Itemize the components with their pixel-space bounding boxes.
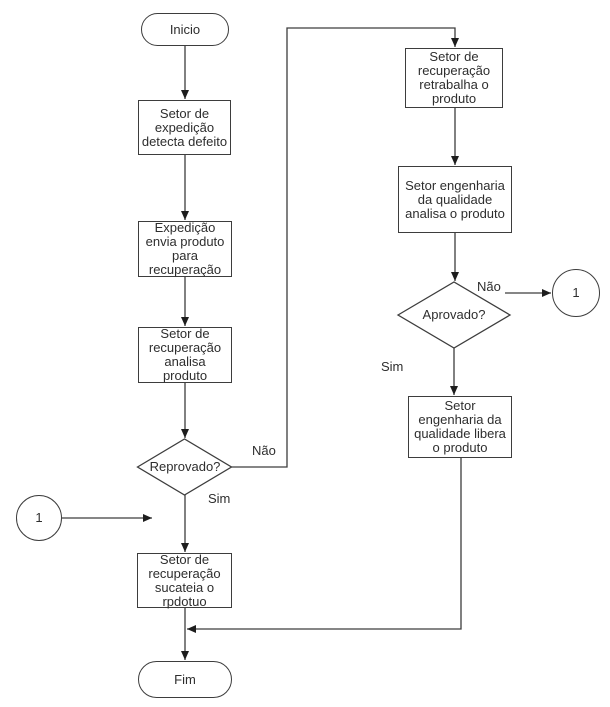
approved-diamond-shape: [396, 281, 512, 349]
rework-product-step: Setor de recuperação retrabalha o produt…: [405, 48, 503, 108]
analyze-product-step: Setor de recuperação analisa produto: [138, 327, 232, 383]
start-terminator: Inicio: [141, 13, 229, 46]
scrap-product-step: Setor de recuperação sucateia o rpdotuo: [137, 552, 232, 608]
approved-decision-label: Aprovado?: [422, 307, 486, 322]
quality-analyze-step: Setor engenharia da qualidade analisa o …: [398, 166, 512, 233]
reproved-no-label: Não: [252, 443, 276, 458]
end-terminator: Fim: [138, 661, 232, 698]
edge-release-to-end-junction: [187, 458, 462, 633]
release-product-step: Setor engenharia da qualidade libera o p…: [408, 396, 512, 458]
approved-yes-label: Sim: [381, 359, 404, 374]
offpage-connector-left: 1: [16, 495, 62, 541]
edge-reproved-no-to-rework: [231, 27, 459, 468]
offpage-connector-right: 1: [552, 269, 600, 317]
reproved-decision-label: Reprovado?: [149, 459, 221, 474]
detect-defect-step: Setor de expedição detecta defeito: [138, 100, 231, 155]
reproved-yes-label: Sim: [208, 491, 231, 506]
approved-no-label: Não: [477, 279, 501, 294]
send-to-recovery-step: Expedição envia produto para recuperação: [138, 221, 232, 277]
